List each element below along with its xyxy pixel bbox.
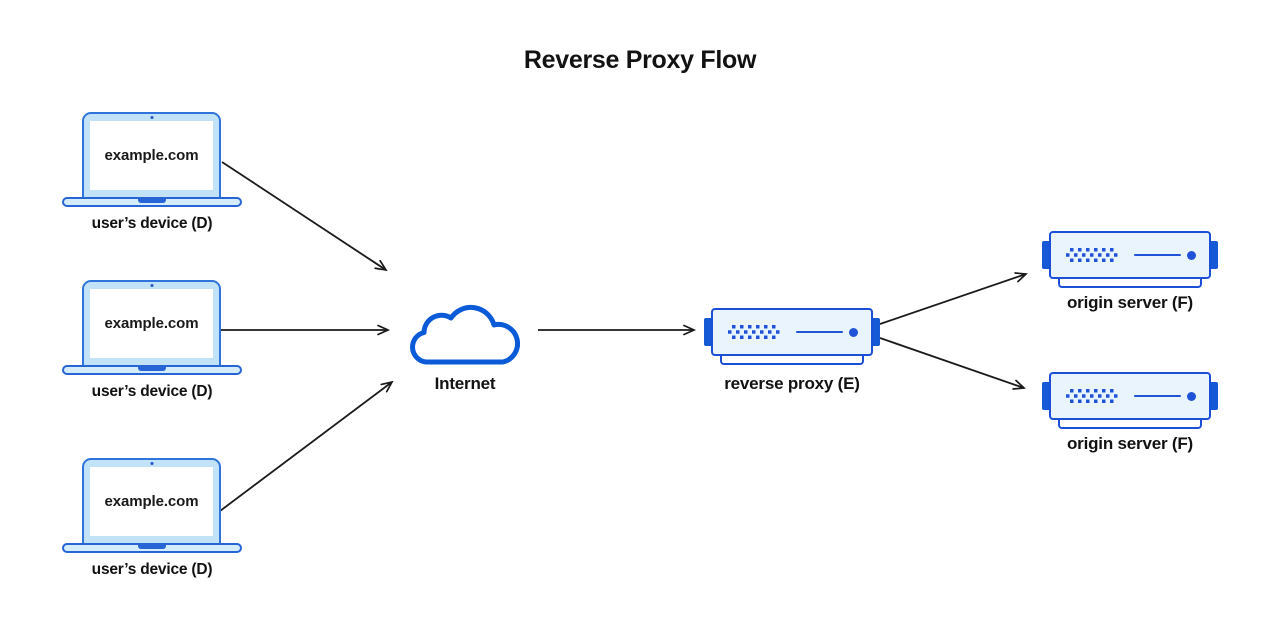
origin-server-2-label: origin server (F)	[1066, 434, 1194, 453]
server-line-icon	[1134, 254, 1181, 256]
device-label: user’s device (D)	[91, 561, 213, 578]
laptop-lid-icon: example.com	[82, 280, 221, 367]
arrow-device3-to-internet	[219, 380, 394, 512]
device-label: user’s device (D)	[91, 215, 213, 232]
device-label: user’s device (D)	[91, 383, 213, 400]
laptop-base-icon	[62, 543, 242, 553]
internet-node: Internet	[402, 284, 528, 393]
laptop-base-icon	[62, 197, 242, 207]
arrow-proxy-to-origin1	[879, 272, 1028, 325]
laptop-base-icon	[62, 365, 242, 375]
laptop-screen: example.com	[90, 467, 213, 536]
server-line-icon	[796, 331, 843, 333]
origin-server-2-node: origin server (F)	[1042, 372, 1218, 453]
laptop-lid-icon: example.com	[82, 458, 221, 545]
server-line-icon	[1134, 395, 1181, 397]
server-chassis-icon	[1049, 372, 1211, 420]
laptop-screen: example.com	[90, 289, 213, 358]
arrow-device1-to-internet	[221, 161, 388, 272]
internet-label: Internet	[434, 374, 496, 393]
server-led-icon	[1187, 250, 1196, 260]
laptop-notch-icon	[138, 199, 166, 203]
user-device-2: example.com user’s device (D)	[62, 280, 242, 400]
cloud-icon	[410, 304, 521, 365]
reverse-proxy-node: reverse proxy (E)	[704, 308, 880, 393]
server-led-icon	[1187, 391, 1196, 401]
server-dots-icon	[728, 325, 780, 339]
server-chassis-icon	[711, 308, 873, 356]
laptop-notch-icon	[138, 545, 166, 549]
origin-server-1-node: origin server (F)	[1042, 231, 1218, 312]
reverse-proxy-label: reverse proxy (E)	[724, 374, 860, 393]
device-screen-text: example.com	[104, 493, 199, 510]
origin-server-1-label: origin server (F)	[1066, 293, 1194, 312]
server-chassis-icon	[1049, 231, 1211, 279]
laptop-notch-icon	[138, 367, 166, 371]
device-screen-text: example.com	[104, 315, 199, 332]
server-dots-icon	[1066, 248, 1118, 262]
camera-dot-icon	[150, 462, 153, 465]
camera-dot-icon	[150, 284, 153, 287]
user-device-3: example.com user’s device (D)	[62, 458, 242, 578]
user-device-1: example.com user’s device (D)	[62, 112, 242, 232]
laptop-screen: example.com	[90, 121, 213, 190]
device-screen-text: example.com	[104, 147, 199, 164]
server-led-icon	[849, 327, 858, 337]
camera-dot-icon	[150, 116, 153, 119]
laptop-lid-icon: example.com	[82, 112, 221, 199]
arrow-proxy-to-origin2	[879, 337, 1026, 390]
server-dots-icon	[1066, 389, 1118, 403]
diagram-title: Reverse Proxy Flow	[523, 46, 757, 74]
